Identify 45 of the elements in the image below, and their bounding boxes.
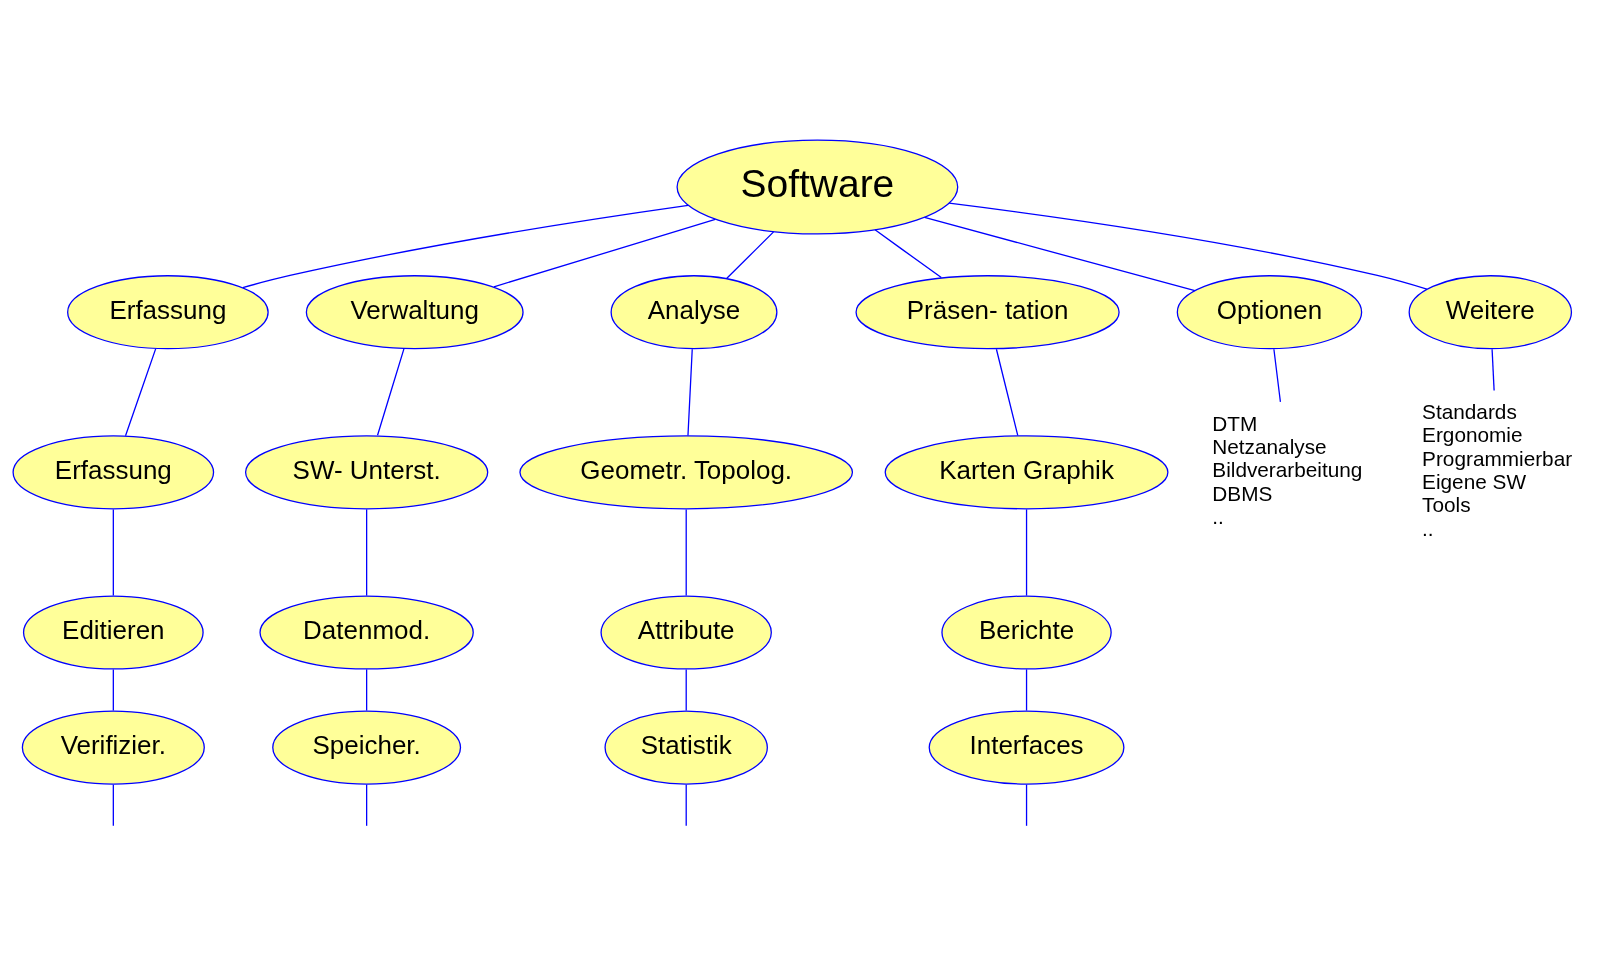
node-ellipse: Interfaces [928,710,1125,785]
connector [124,348,157,437]
node-ellipse: Verwaltung [305,275,524,350]
connector [923,216,1196,292]
node-ellipse: Erfassung [12,435,215,510]
node-ellipse: Präsen- tation [855,275,1120,350]
connector [1025,508,1028,597]
node-ellipse: Editieren [22,595,204,670]
connector [366,784,368,827]
node-ellipse: Attribute [600,595,772,670]
node-ellipse: Analyse [610,275,778,350]
connector [1491,348,1495,392]
node-text: Standards Ergonomie Programmierbar Eigene SW Tools .. [1422,399,1573,540]
connector [493,218,716,288]
node-ellipse: Geometr. Topolog. [519,435,854,510]
node-ellipse: Erfassung [67,275,269,350]
connector [112,508,114,597]
connector [726,231,775,279]
connector [366,508,368,597]
connector [687,348,693,437]
node-ellipse: Karten Graphik [884,435,1169,510]
connector [1273,348,1282,403]
node-ellipse: Software [676,139,959,235]
node-ellipse: Speicher. [272,710,462,785]
connector [685,508,687,597]
node-ellipse: SW- Unterst. [244,435,489,510]
node-ellipse: Optionen [1176,275,1363,350]
connector [366,668,368,712]
connector [242,204,689,289]
node-text: DTM Netzanalyse Bildverarbeitung DBMS .. [1212,411,1363,529]
node-ellipse: Datenmod. [259,595,474,670]
connector [112,668,114,712]
connector [685,668,687,712]
connector [874,229,942,279]
node-ellipse: Verifizier. [21,710,205,785]
connector [376,348,405,436]
node-ellipse: Statistik [604,710,768,785]
connector [1025,668,1028,712]
node-ellipse: Weitere [1408,275,1573,350]
connector [995,348,1019,437]
node-ellipse: Berichte [941,595,1112,670]
connector [948,202,1428,290]
connector [1025,784,1028,827]
connector [112,784,114,827]
connector [685,784,687,827]
